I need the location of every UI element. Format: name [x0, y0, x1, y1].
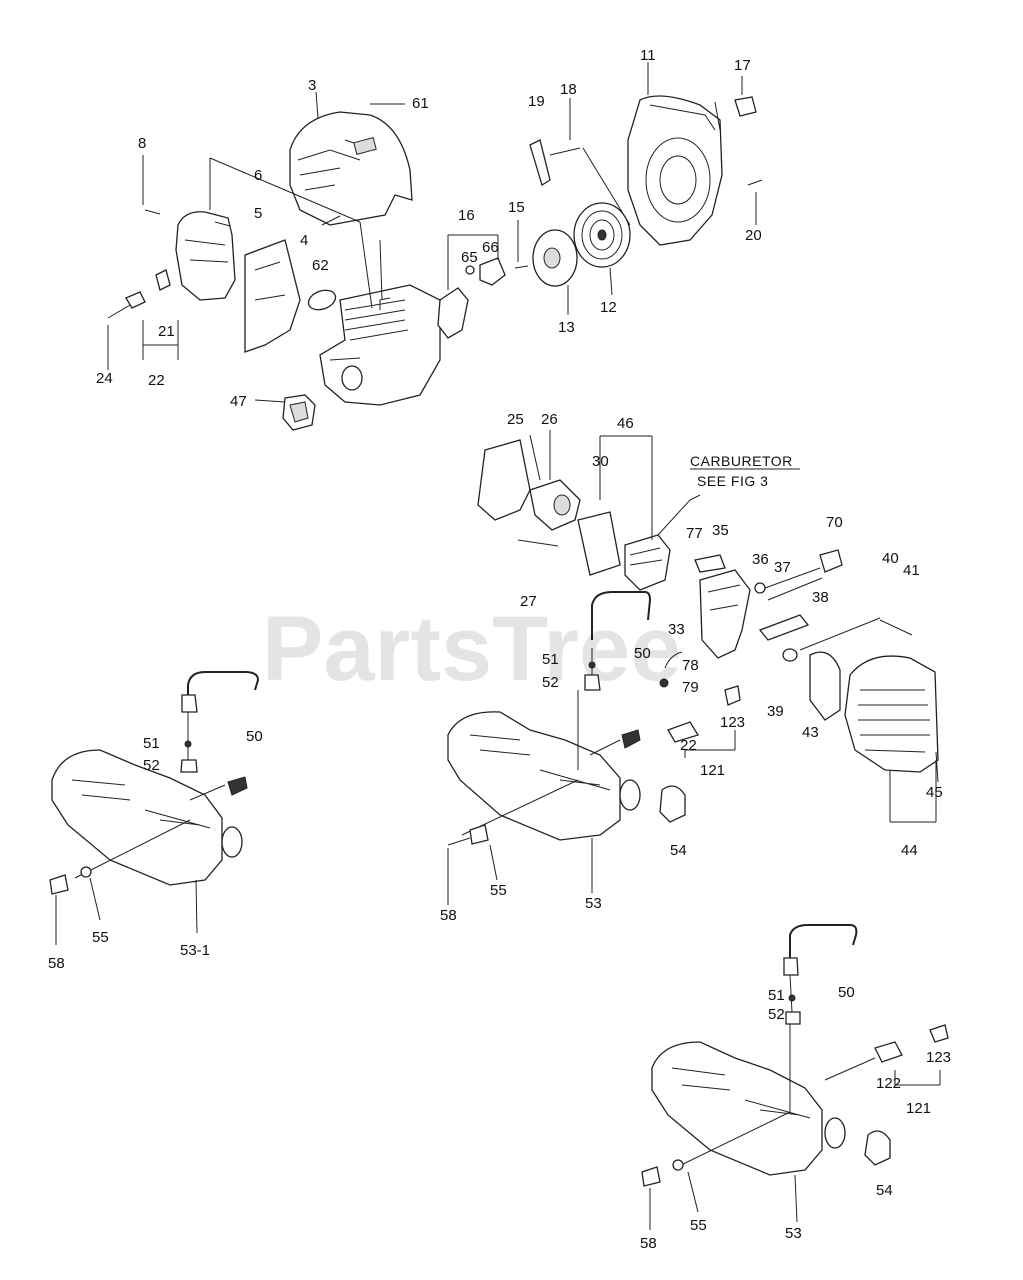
- fuel-tank-53-bottom-drawing: [651, 1041, 823, 1176]
- label-part-16: 16: [458, 207, 475, 224]
- label-part-61: 61: [412, 95, 429, 112]
- label-part-19: 19: [528, 93, 545, 110]
- label-part-37: 37: [774, 559, 791, 576]
- label-part-52-mid: 52: [542, 674, 559, 691]
- label-part-122: 122: [876, 1075, 901, 1092]
- label-part-38: 38: [812, 589, 829, 606]
- label-part-54-mid: 54: [670, 842, 687, 859]
- fuel-and-air-labels: 25 26 46 30 27 70 77 35 36 37 40 41 38 3…: [440, 411, 943, 924]
- label-part-55-left: 55: [92, 929, 109, 946]
- callout-line1: CARBURETOR: [690, 453, 793, 469]
- starter-housing-drawing: [627, 95, 723, 246]
- muffler-drawing: [175, 211, 236, 301]
- label-part-55-mid: 55: [490, 882, 507, 899]
- label-part-36: 36: [752, 551, 769, 568]
- label-part-4: 4: [300, 232, 308, 249]
- label-part-40: 40: [882, 550, 899, 567]
- fuel-tank-bottom-assembly: [641, 924, 949, 1230]
- muffler-plate-drawing: [244, 239, 301, 353]
- label-part-24: 24: [96, 370, 113, 387]
- label-part-123-bottom: 123: [926, 1049, 951, 1066]
- fuel-and-air-assembly: [447, 430, 939, 905]
- fuel-tank-53-1-drawing: [51, 749, 223, 886]
- label-part-21: 21: [158, 323, 175, 340]
- label-part-39: 39: [767, 703, 784, 720]
- label-part-50-bottom: 50: [838, 984, 855, 1001]
- engine-labels: 3 61 11 17 19 18 8 6 5 4 62 16 15 65 66 …: [96, 47, 762, 410]
- label-part-20: 20: [745, 227, 762, 244]
- label-part-44: 44: [901, 842, 918, 859]
- air-cleaner-cover-drawing: [844, 655, 939, 773]
- cylinder-cover-drawing: [289, 111, 413, 226]
- fuel-tank-left-assembly: [49, 671, 260, 945]
- label-part-3: 3: [308, 77, 316, 94]
- label-part-58-mid: 58: [440, 907, 457, 924]
- label-part-35: 35: [712, 522, 729, 539]
- label-part-51-bottom: 51: [768, 987, 785, 1004]
- fuel-tank-bottom-labels: 50 51 52 122 123 121 54 58 55 53: [640, 984, 951, 1252]
- label-part-25: 25: [507, 411, 524, 428]
- label-part-78: 78: [682, 657, 699, 674]
- label-part-43: 43: [802, 724, 819, 741]
- label-part-5: 5: [254, 205, 262, 222]
- label-part-33: 33: [668, 621, 685, 638]
- air-cleaner-base-drawing: [699, 569, 751, 659]
- label-part-17: 17: [734, 57, 751, 74]
- label-part-50-left: 50: [246, 728, 263, 745]
- label-part-30: 30: [592, 453, 609, 470]
- engine-assembly: [107, 62, 763, 431]
- label-part-50-mid: 50: [634, 645, 651, 662]
- label-part-11: 11: [640, 47, 656, 64]
- label-part-12: 12: [600, 299, 617, 316]
- label-part-123-mid: 123: [720, 714, 745, 731]
- callout-line2: SEE FIG 3: [697, 473, 768, 489]
- watermark: PartsTree: [262, 598, 681, 700]
- carburetor-callout: CARBURETOR SEE FIG 3: [690, 453, 800, 489]
- label-part-18: 18: [560, 81, 577, 98]
- label-part-52-left: 52: [143, 757, 160, 774]
- label-part-47: 47: [230, 393, 247, 410]
- label-part-58-left: 58: [48, 955, 65, 972]
- label-part-62: 62: [312, 257, 329, 274]
- label-part-66: 66: [482, 239, 499, 256]
- label-part-6: 6: [254, 167, 262, 184]
- label-part-22: 22: [148, 372, 165, 389]
- label-part-8: 8: [138, 135, 146, 152]
- fuel-tank-drawing: [447, 711, 621, 841]
- label-part-52-bottom: 52: [768, 1006, 785, 1023]
- label-part-26: 26: [541, 411, 558, 428]
- label-part-45: 45: [926, 784, 943, 801]
- label-part-51-mid: 51: [542, 651, 559, 668]
- label-part-27: 27: [520, 593, 537, 610]
- label-part-77: 77: [686, 525, 703, 542]
- label-part-70: 70: [826, 514, 843, 531]
- label-part-58-bottom: 58: [640, 1235, 657, 1252]
- label-part-54-bottom: 54: [876, 1182, 893, 1199]
- label-part-55-bottom: 55: [690, 1217, 707, 1234]
- label-part-53-mid: 53: [585, 895, 602, 912]
- fuel-tank-left-labels: 50 51 52 58 55 53-1: [48, 728, 263, 972]
- label-part-121-bottom: 121: [906, 1100, 931, 1117]
- label-part-15: 15: [508, 199, 525, 216]
- label-part-22-mid: 22: [680, 737, 697, 754]
- label-part-46: 46: [617, 415, 634, 432]
- label-part-13: 13: [558, 319, 575, 336]
- label-part-53-bottom: 53: [785, 1225, 802, 1242]
- label-part-53-1: 53-1: [180, 942, 210, 959]
- label-part-121-mid: 121: [700, 762, 725, 779]
- label-part-65: 65: [461, 249, 478, 266]
- label-part-51-left: 51: [143, 735, 160, 752]
- label-part-79: 79: [682, 679, 699, 696]
- label-part-41: 41: [903, 562, 920, 579]
